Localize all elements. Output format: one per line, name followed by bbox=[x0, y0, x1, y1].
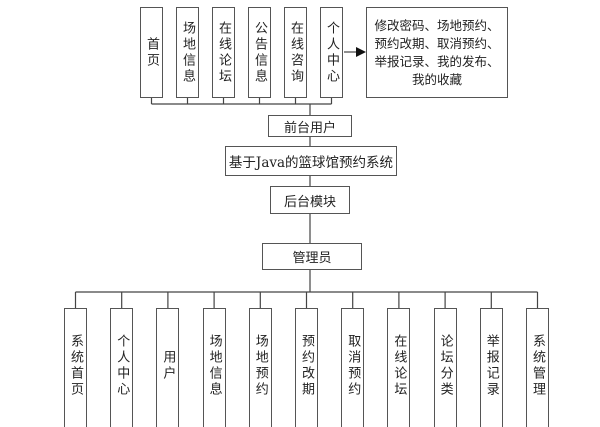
front-module-box: 场地信息 bbox=[176, 7, 199, 98]
admin-module-box: 系统管理 bbox=[526, 308, 549, 427]
backend-box: 后台模块 bbox=[270, 186, 350, 214]
front-module-box: 首页 bbox=[140, 7, 163, 98]
front-module-box: 在线论坛 bbox=[212, 7, 235, 98]
admin-module-box: 系统首页 bbox=[64, 308, 87, 427]
admin-module-box: 论坛分类 bbox=[433, 308, 457, 427]
admin-module-box: 举报记录 bbox=[479, 308, 503, 427]
admin-module-box: 预约改期 bbox=[295, 308, 318, 427]
admin-module-box: 个人中心 bbox=[110, 308, 134, 427]
front-module-box: 个人中心 bbox=[320, 7, 343, 98]
front-user-box: 前台用户 bbox=[268, 115, 352, 137]
front-module-box: 公告信息 bbox=[248, 7, 271, 98]
admin-module-box: 取消预约 bbox=[341, 308, 365, 427]
front-module-box: 在线咨询 bbox=[284, 7, 307, 98]
admin-module-box: 用户 bbox=[156, 308, 180, 427]
admin-module-box: 在线论坛 bbox=[387, 308, 411, 427]
admin-module-box: 场地信息 bbox=[202, 308, 226, 427]
admin-box: 管理员 bbox=[262, 243, 362, 270]
admin-module-box: 场地预约 bbox=[248, 308, 272, 427]
system-title-box: 基于Java的篮球馆预约系统 bbox=[225, 146, 397, 176]
personal-center-detail-box: 修改密码、场地预约、预约改期、取消预约、举报记录、我的发布、我的收藏 bbox=[366, 7, 508, 98]
arrow-icon bbox=[356, 47, 366, 57]
